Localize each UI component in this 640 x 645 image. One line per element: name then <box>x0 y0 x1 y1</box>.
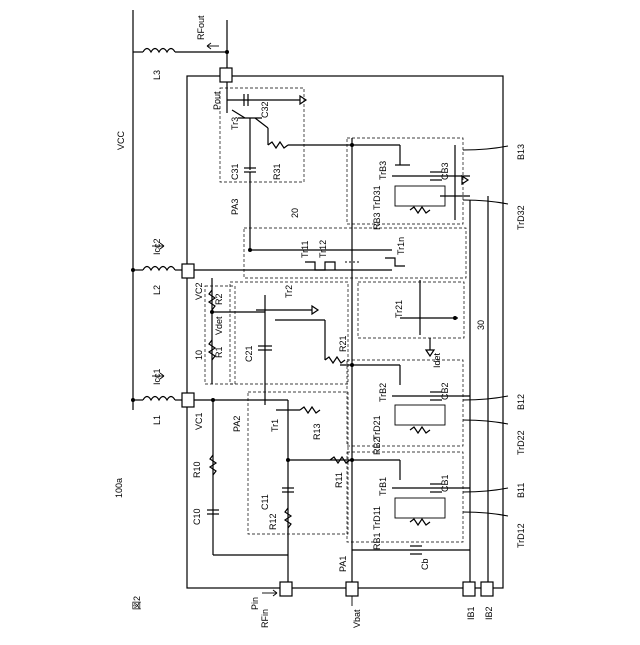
resistor-r31 <box>268 142 288 148</box>
transistor-tr1n <box>385 258 405 266</box>
cb2-label: CB2 <box>440 382 450 400</box>
tr2-label: Tr2 <box>284 285 294 298</box>
pa3-label: PA3 <box>230 199 240 215</box>
c32-label: C32 <box>260 101 270 118</box>
trd11-label: TrD11 <box>372 506 382 530</box>
terminal-pout <box>220 68 232 82</box>
cb-label: Cb <box>420 558 430 570</box>
figure-ref-label: 100a <box>114 478 124 498</box>
trd21-label: TrD21 <box>372 415 382 440</box>
rb2-label: RB2 <box>372 437 382 455</box>
c11-label: C11 <box>260 494 270 510</box>
resistor-r13 <box>300 407 320 413</box>
b12-label: B12 <box>516 394 526 410</box>
c21-label: C21 <box>244 345 254 362</box>
icc1-label: Icc1 <box>152 368 162 385</box>
block-b12 <box>347 360 463 446</box>
vbat-label: Vbat <box>352 609 362 628</box>
pout-label: Pout <box>212 91 222 110</box>
block-20-label: 20 <box>290 208 300 218</box>
inductor-l2 <box>143 267 175 271</box>
r12-label: R12 <box>268 513 278 530</box>
trd32-label: TrD32 <box>516 205 526 230</box>
r11-label: R11 <box>334 472 344 488</box>
trb1-label: TrB1 <box>378 477 388 496</box>
tr1-label: Tr1 <box>270 419 280 432</box>
block-30-label: 30 <box>476 320 486 330</box>
vc1-label: VC1 <box>194 412 204 430</box>
icc2-label: Icc2 <box>152 238 162 255</box>
block-b13 <box>347 138 463 224</box>
terminal-ib1 <box>463 582 475 596</box>
block-10-label: 10 <box>194 350 204 360</box>
ib2-label: IB2 <box>484 606 494 620</box>
inductor-l3 <box>143 49 175 53</box>
trd31-label: TrD31 <box>372 185 382 210</box>
resistor-rb2 <box>410 427 430 433</box>
inductor-l1 <box>143 397 175 401</box>
b13-label: B13 <box>516 144 526 160</box>
l2-label: L2 <box>152 285 162 295</box>
figure-number: 図2 <box>132 596 142 610</box>
resistor-r21 <box>325 357 345 363</box>
terminal-ib2 <box>481 582 493 596</box>
trb2-label: TrB2 <box>378 383 388 402</box>
r13-label: R13 <box>312 423 322 440</box>
r2-label: R2 <box>214 293 224 305</box>
rb3-label: RB3 <box>372 212 382 230</box>
vc2-label: VC2 <box>194 282 204 300</box>
l3-label: L3 <box>152 70 162 80</box>
resistor-rb1 <box>410 519 430 525</box>
r21-label: R21 <box>338 335 348 352</box>
c31-label: C31 <box>230 163 240 180</box>
resistor-rb3 <box>410 207 430 213</box>
pin-label: Pin <box>250 597 260 610</box>
c10-label: C10 <box>192 508 202 525</box>
cb3-label: CB3 <box>440 162 450 180</box>
idet-label: Idet <box>432 352 442 368</box>
tr1n-label: Tr1n <box>396 237 406 255</box>
tr3-label: Tr3 <box>230 117 240 130</box>
cb1-label: CB1 <box>440 474 450 492</box>
r31-label: R31 <box>272 163 282 180</box>
terminal-pin <box>280 582 292 596</box>
block-pa1 <box>248 392 348 534</box>
rfout-label: RFout <box>196 15 206 40</box>
rb1-label: RB1 <box>372 532 382 550</box>
r10-label: R10 <box>192 461 202 478</box>
terminal-vbat <box>346 582 358 596</box>
block-30 <box>358 282 464 338</box>
r1-label: R1 <box>214 346 224 358</box>
b11-label: B11 <box>516 483 526 498</box>
tr11-label: Tr11 <box>300 240 310 258</box>
transistor-tr11 <box>305 262 335 270</box>
trb3-label: TrB3 <box>378 161 388 180</box>
vcc-label: VCC <box>116 130 126 150</box>
trd22-label: TrD22 <box>516 430 526 455</box>
pa2-label: PA2 <box>232 416 242 432</box>
block-b11 <box>347 452 463 542</box>
pa1-label: PA1 <box>338 556 348 572</box>
terminal-vc1 <box>182 393 194 407</box>
l1-label: L1 <box>152 415 162 425</box>
tr21-label: Tr21 <box>394 300 404 318</box>
vdet-label: Vdet <box>214 316 224 335</box>
rfin-label: RFin <box>260 609 270 628</box>
trd12-label: TrD12 <box>516 523 526 548</box>
ib1-label: IB1 <box>466 606 476 620</box>
terminal-vc2 <box>182 264 194 278</box>
tr12-label: Tr12 <box>318 240 328 258</box>
